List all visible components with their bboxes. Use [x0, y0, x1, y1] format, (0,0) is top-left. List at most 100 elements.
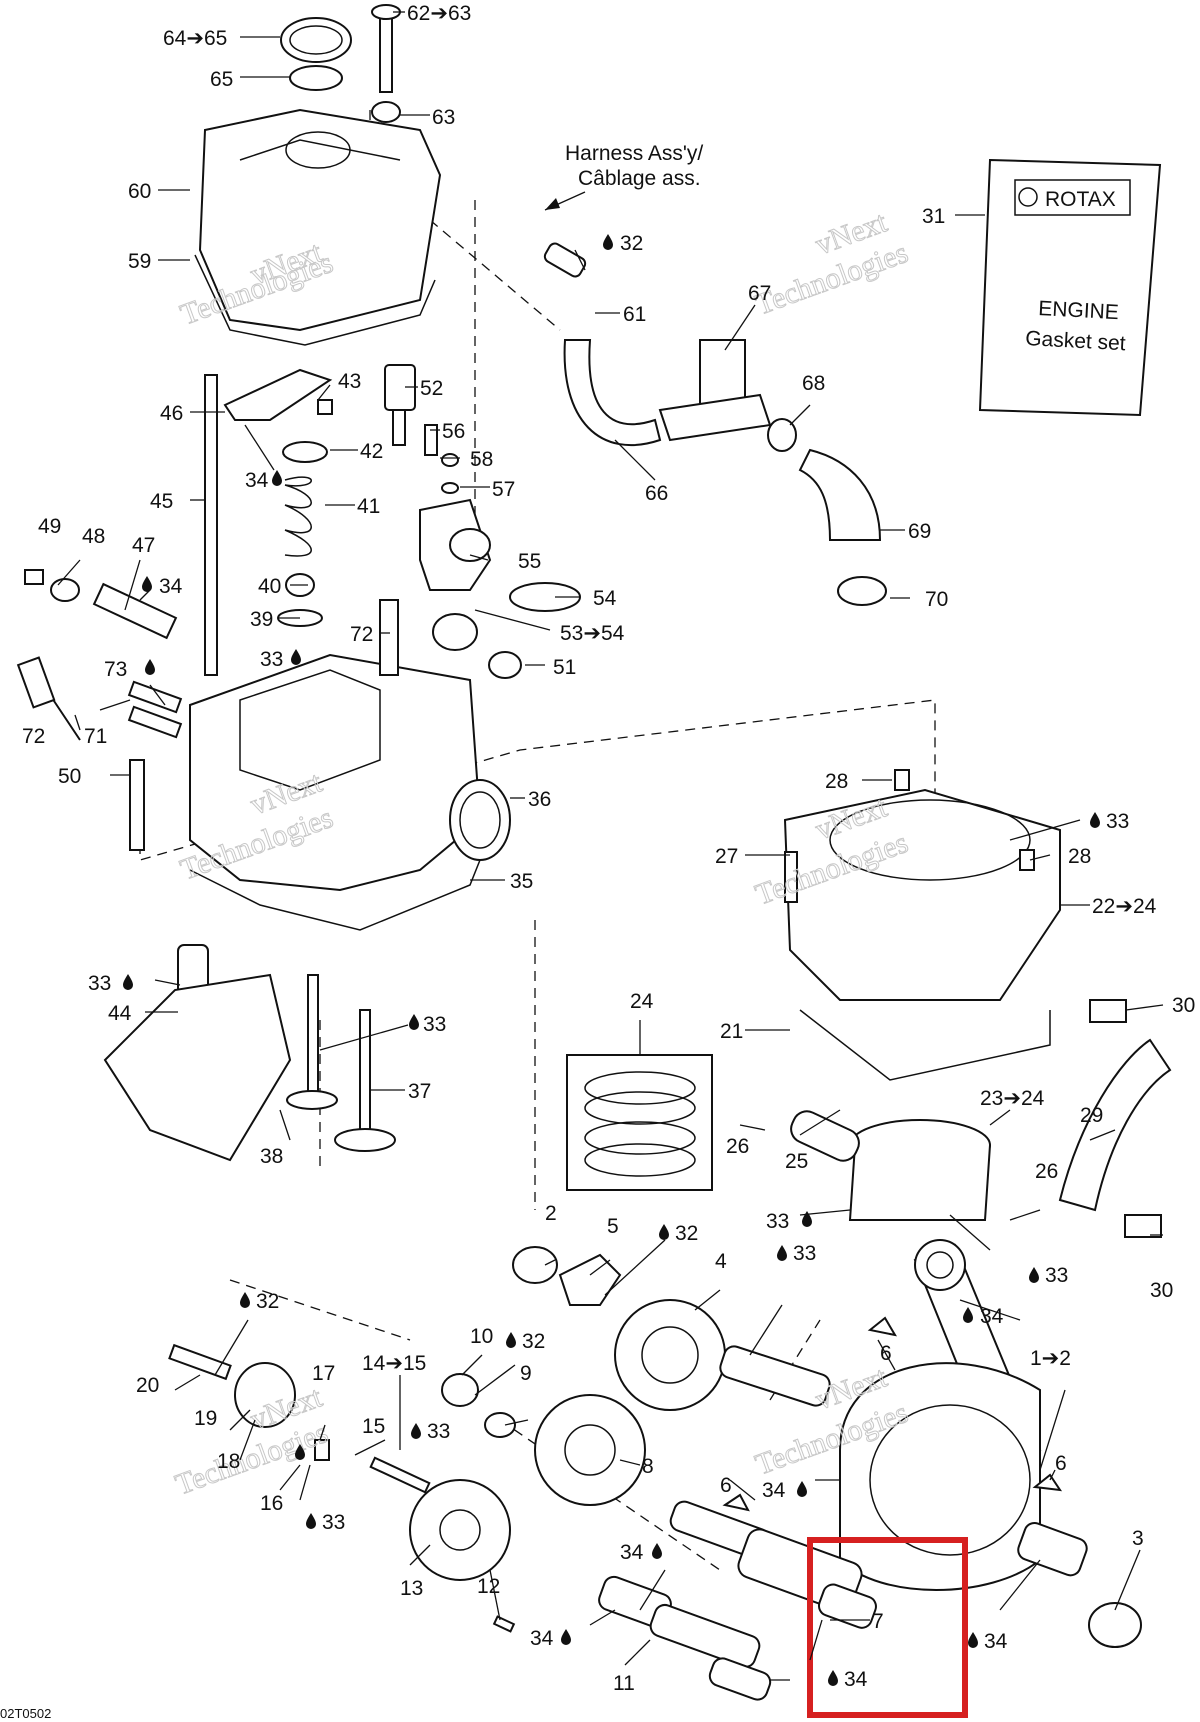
part-label: 20 [136, 1374, 159, 1397]
part-label: 41 [357, 495, 380, 518]
part-label: 45 [150, 490, 173, 513]
part-label: 44 [108, 1002, 132, 1025]
part-label: 6 [880, 1342, 892, 1365]
part-label: 33 [1106, 810, 1129, 833]
part-label: 72 [22, 725, 45, 748]
part-label: 53➔54 [560, 622, 625, 645]
part-label: 39 [250, 608, 273, 631]
part-label: 33 [1045, 1264, 1068, 1287]
part-label: 67 [748, 282, 771, 305]
part-label: 34 [844, 1668, 868, 1691]
part-label: 5 [607, 1215, 619, 1238]
part-label: 42 [360, 440, 383, 463]
part-label: 46 [160, 402, 183, 425]
part-label: 55 [518, 550, 541, 573]
part-label: 34 [980, 1305, 1004, 1328]
part-label: 38 [260, 1145, 283, 1168]
part-label: 16 [260, 1492, 283, 1515]
part-label: 57 [492, 478, 515, 501]
part-label: 28 [1068, 845, 1091, 868]
harness-callout: Harness Ass'y/ Câblage ass. [544, 142, 703, 211]
part-label: 60 [128, 180, 151, 203]
part-label: 54 [593, 587, 617, 610]
part-label: 18 [217, 1450, 240, 1473]
part-label: 72 [350, 623, 373, 646]
part-label: 27 [715, 845, 738, 868]
part-label: 71 [84, 725, 107, 748]
part-label: 32 [256, 1290, 279, 1313]
part-label: 33 [88, 972, 111, 995]
part-label: 59 [128, 250, 151, 273]
part-label: 34 [984, 1630, 1008, 1653]
part-label: 6 [720, 1474, 732, 1497]
part-label: 15 [362, 1415, 385, 1438]
part-label: 6 [1055, 1452, 1067, 1475]
gasket-kit-box [978, 158, 1162, 417]
part-label: 24 [630, 990, 654, 1013]
part-label: 69 [908, 520, 931, 543]
part-label: 17 [312, 1362, 335, 1385]
part-label: 52 [420, 377, 443, 400]
svg-text:Gasket set: Gasket set [1025, 327, 1127, 355]
part-label: 32 [675, 1222, 698, 1245]
leader-lines [57, 11, 1164, 1681]
part-label: 4 [715, 1250, 727, 1273]
part-label: 19 [194, 1407, 217, 1430]
highlight-box [807, 1537, 968, 1718]
part-label: 36 [528, 788, 551, 811]
part-label: 62➔63 [407, 2, 471, 25]
svg-text:ENGINE: ENGINE [1038, 297, 1120, 324]
part-label: 33 [423, 1013, 446, 1036]
part-label: 33 [793, 1242, 816, 1265]
part-label: 34 [620, 1541, 644, 1564]
svg-text:Harness Ass'y/: Harness Ass'y/ [565, 142, 703, 165]
gasket-kit-text: ROTAX ENGINE Gasket set [1025, 188, 1127, 355]
part-label: 10 [470, 1325, 493, 1348]
piston-rings-box [566, 1054, 713, 1191]
part-label: 25 [785, 1150, 808, 1173]
part-label: 33 [766, 1210, 789, 1233]
part-label: 47 [132, 534, 155, 557]
cylinder-group [783, 769, 1172, 1238]
part-label: 34 [159, 575, 183, 598]
svg-text:ROTAX: ROTAX [1045, 188, 1116, 211]
part-label: 70 [925, 588, 948, 611]
part-label: 64➔65 [163, 27, 227, 50]
part-label: 22➔24 [1092, 895, 1157, 918]
part-label: 33 [322, 1511, 345, 1534]
valves-group [103, 944, 396, 1162]
part-label: 31 [922, 205, 945, 228]
part-label: 21 [720, 1020, 743, 1043]
crankshaft-group [598, 1239, 1142, 1701]
part-label: 32 [522, 1330, 545, 1353]
part-label: 37 [408, 1080, 431, 1103]
part-label: 34 [762, 1479, 786, 1502]
part-label: 28 [825, 770, 848, 793]
part-label: 29 [1080, 1104, 1103, 1127]
part-label: 50 [58, 765, 81, 788]
coolant-hoses-group [543, 242, 887, 606]
part-label: 66 [645, 482, 668, 505]
part-label: 30 [1150, 1279, 1173, 1302]
part-label: 26 [726, 1135, 749, 1158]
part-label: 9 [520, 1362, 532, 1385]
part-label: 51 [553, 656, 576, 679]
part-label: 1➔2 [1030, 1347, 1071, 1370]
part-label: 35 [510, 870, 533, 893]
thermostat-group [384, 364, 581, 679]
part-label: 3 [1132, 1527, 1144, 1550]
part-label: 65 [210, 68, 233, 91]
part-label: 49 [38, 515, 61, 538]
part-label: 33 [427, 1420, 450, 1443]
part-label: 34 [245, 469, 269, 492]
part-label: 7 [872, 1610, 884, 1633]
part-label: 33 [260, 648, 283, 671]
cylinder-head-group [16, 599, 511, 931]
part-label: 40 [258, 575, 281, 598]
part-label: 34 [530, 1627, 554, 1650]
part-label: 26 [1035, 1160, 1058, 1183]
part-label: 56 [442, 420, 465, 443]
part-label: 43 [338, 370, 361, 393]
part-label: 73 [104, 658, 127, 681]
